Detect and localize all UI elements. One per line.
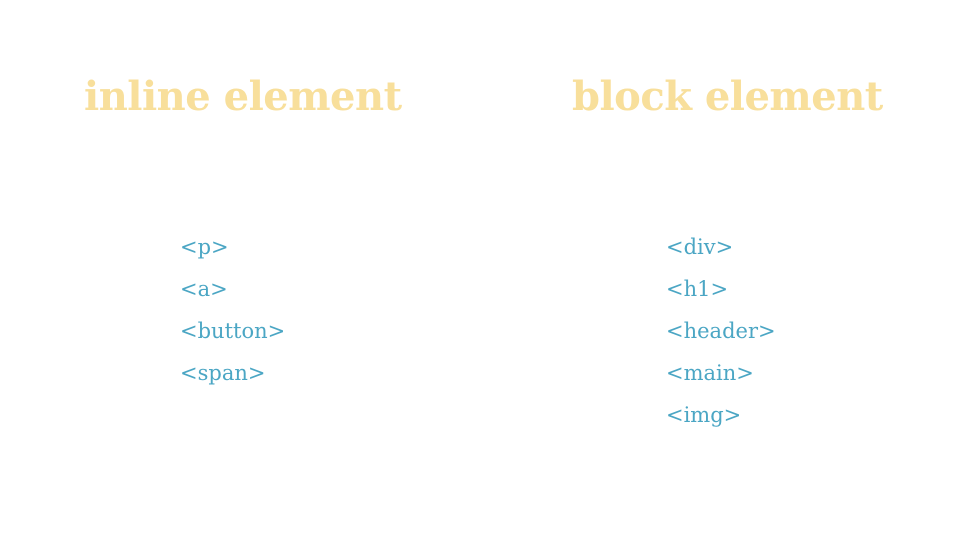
block-tag-item: <img> [666,403,742,427]
inline-tag-list: <p> <a> <button> <span> [180,226,285,394]
block-heading: block element [572,73,883,121]
block-tag-list: <div> <h1> <header> <main> <img> [666,226,776,436]
inline-tag-item: <span> [180,361,266,385]
inline-tag-item: <button> [180,319,286,343]
inline-heading: inline element [84,73,402,121]
block-tag-item: <main> [666,361,754,385]
block-tag-item: <div> [666,235,734,259]
inline-tag-item: <p> [180,235,229,259]
inline-tag-item: <a> [180,277,228,301]
block-tag-item: <header> [666,319,776,343]
block-tag-item: <h1> [666,277,729,301]
